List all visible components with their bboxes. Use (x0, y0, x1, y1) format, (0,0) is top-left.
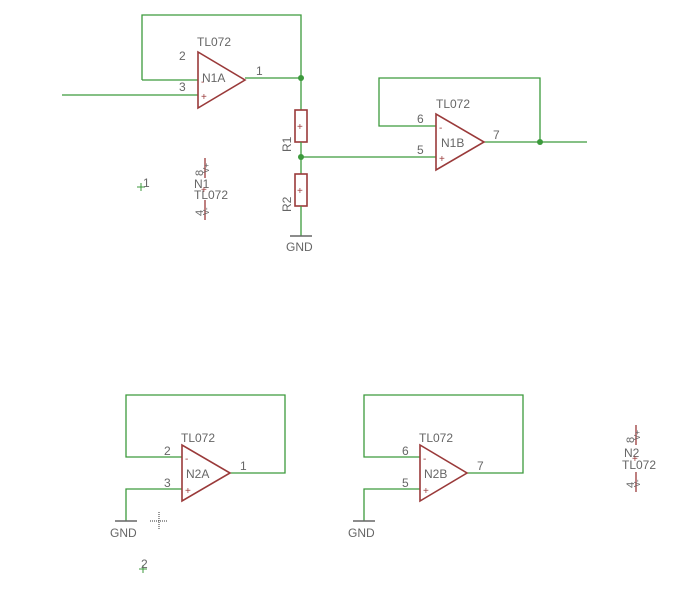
n1a-feedback-wire (141, 14, 302, 80)
sheet-marker-1: 1 (137, 176, 150, 191)
n1b-triangle (435, 112, 486, 172)
sheet-marker-2: 2 (139, 557, 148, 573)
opamp-n1b[interactable]: - + N1B TL072 6 5 7 (301, 77, 587, 172)
power-part-n2[interactable]: 8 4 V+ V- N2 TL072 + (622, 425, 656, 492)
n2a-minus-sign: - (185, 454, 188, 465)
n2p-pin-vp: 8 (625, 437, 637, 443)
n2b-plus-sign: + (423, 486, 429, 497)
gnd-symbol-2: GND (110, 520, 137, 540)
n2b-triangle (419, 443, 469, 503)
n1a-minus-sign: - (201, 77, 204, 88)
n1b-pin-out: 7 (493, 128, 500, 142)
resistor-divider[interactable]: R1 R2 + + (280, 75, 308, 236)
n1b-pin-inv: 6 (417, 112, 424, 126)
n2p-origin-mark: + (632, 454, 638, 465)
r1-name: R1 (280, 136, 294, 152)
n2b-minus-sign: - (423, 454, 426, 465)
r2-name: R2 (280, 196, 294, 212)
n1b-name: N1B (441, 136, 464, 150)
n2a-value: TL072 (181, 431, 215, 445)
n1a-value: TL072 (197, 35, 231, 49)
n1p-pin-vn: 4 (194, 210, 206, 216)
gnd-2-label: GND (110, 526, 137, 540)
n1a-plus-sign: + (201, 92, 207, 103)
junction-top (298, 75, 304, 81)
marker-2-label: 2 (141, 557, 148, 571)
n1p-value: TL072 (194, 188, 228, 202)
n1p-vp-label: V+ (202, 163, 211, 173)
n1b-value: TL072 (436, 97, 470, 111)
n2b-pin-noninv: 5 (402, 476, 409, 490)
n2a-name: N2A (186, 467, 209, 481)
cursor-crosshair (150, 512, 168, 530)
n2b-pin-inv: 6 (402, 444, 409, 458)
opamp-n1a[interactable]: - + N1A TL072 2 3 1 (62, 14, 302, 110)
n2a-noninv-wire (125, 488, 182, 521)
n1p-pin-vp: 8 (194, 170, 206, 176)
opamp-n2b[interactable]: - + N2B TL072 6 5 7 (363, 394, 524, 521)
power-part-n1[interactable]: 8 4 V+ V- N1 TL072 + (194, 158, 228, 220)
n1a-pin-inv: 2 (179, 49, 186, 63)
n1p-vn-label: V- (202, 207, 211, 215)
n2a-plus-sign: + (185, 486, 191, 497)
n1a-triangle (197, 50, 247, 110)
n1a-pin-noninv: 3 (179, 80, 186, 94)
n2p-name: N2 (624, 446, 640, 460)
n2p-pin-vn: 4 (625, 482, 637, 488)
n1b-plus-sign: + (439, 154, 445, 165)
n2a-pin-inv: 2 (164, 444, 171, 458)
n1b-pin-noninv: 5 (417, 143, 424, 157)
marker-1-label: 1 (143, 176, 150, 190)
n2b-pin-out: 7 (477, 459, 484, 473)
n2a-feedback-wire (125, 394, 286, 474)
gnd-3-label: GND (348, 526, 375, 540)
n1a-name: N1A (202, 71, 225, 85)
n2a-pin-noninv: 3 (164, 476, 171, 490)
junction-out (537, 139, 543, 145)
n2b-value: TL072 (419, 431, 453, 445)
n2b-noninv-wire (363, 488, 420, 521)
n2a-triangle (181, 443, 232, 503)
gnd-1-label: GND (286, 240, 313, 254)
n2p-vn-label: V- (633, 479, 642, 487)
n2b-feedback-wire (363, 394, 524, 474)
gnd-symbol-1: GND (286, 235, 313, 254)
n1p-name: N1 (194, 177, 210, 191)
n2b-name: N2B (424, 467, 447, 481)
n1b-minus-sign: - (439, 123, 442, 134)
n2p-vp-label: V+ (633, 430, 642, 440)
r1-origin-mark: + (297, 122, 303, 133)
n1b-feedback-wire (378, 77, 541, 142)
gnd-symbol-3: GND (348, 520, 375, 540)
r2-origin-mark: + (297, 186, 303, 197)
n2a-pin-out: 1 (240, 459, 247, 473)
n1p-origin-mark: + (201, 185, 207, 196)
opamp-n2a[interactable]: - + N2A TL072 2 3 1 (125, 394, 286, 521)
n1a-pin-out: 1 (256, 64, 263, 78)
n2p-value: TL072 (622, 458, 656, 472)
